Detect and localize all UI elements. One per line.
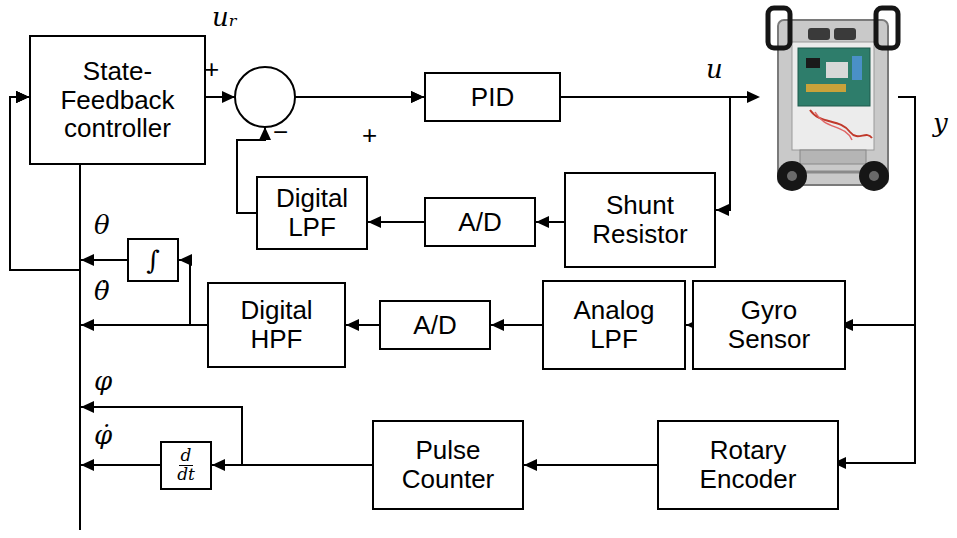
box-label: Digital LPF: [262, 184, 362, 241]
box-label: PID: [430, 83, 555, 112]
box-label: A/D: [430, 208, 530, 237]
signal-arrowhead: [747, 91, 760, 103]
robot-illustration: [768, 8, 898, 191]
bus-arrowhead: [81, 254, 94, 266]
process-box: Gyro Sensor: [692, 280, 846, 370]
sign-label: −: [273, 119, 288, 145]
signal-connector: [368, 221, 424, 223]
signal-connector: [491, 324, 542, 326]
sign-label: +: [204, 56, 219, 82]
derivative-box: ddt: [160, 441, 212, 490]
box-label: Pulse Counter: [378, 436, 518, 493]
box-label: Rotary Encoder: [663, 436, 833, 493]
integrator-box: ∫: [127, 238, 179, 282]
process-box: State- Feedback controller: [29, 35, 206, 165]
process-box: Shunt Resistor: [564, 172, 716, 268]
process-box: Digital HPF: [207, 282, 346, 368]
process-box: Analog LPF: [542, 280, 686, 370]
bus-arrowhead: [81, 459, 94, 471]
signal-connector: [346, 324, 379, 326]
summing-junction: [235, 67, 295, 127]
box-label: A/D: [385, 311, 485, 340]
bus-arrowhead: [81, 319, 94, 331]
process-box: Pulse Counter: [372, 420, 524, 510]
process-box: A/D: [379, 300, 491, 350]
box-label: Analog LPF: [548, 296, 680, 353]
signal-wire: [555, 96, 748, 98]
signal-connector: [524, 464, 657, 466]
box-label: Gyro Sensor: [698, 296, 840, 353]
signal-connector: [536, 221, 564, 223]
signal-name: y: [933, 110, 948, 136]
signal-name: u: [706, 56, 723, 82]
process-box: A/D: [424, 197, 536, 247]
junction-arrowhead: [222, 91, 235, 103]
signal-connector: [179, 260, 207, 325]
signal-wire: [852, 324, 915, 326]
box-label: ∫: [133, 247, 173, 273]
process-box: PID: [424, 72, 561, 122]
process-box: Rotary Encoder: [657, 420, 839, 510]
box-label: dt: [175, 466, 197, 484]
signal-name: θ: [94, 212, 110, 238]
junction-arrowhead: [259, 127, 271, 140]
bus-arrowhead: [81, 401, 94, 413]
signal-name: φ: [94, 368, 112, 394]
box-label: Shunt Resistor: [570, 191, 710, 248]
signal-connector: [212, 464, 372, 466]
box-label: State- Feedback controller: [35, 57, 200, 143]
box-label: d: [179, 447, 194, 466]
process-box: Digital LPF: [256, 176, 368, 250]
signal-name: φ̇: [94, 422, 112, 448]
signal-name: θ̇: [94, 278, 110, 304]
sign-label: +: [362, 122, 377, 148]
box-label: Digital HPF: [213, 296, 340, 353]
signal-name: uᵣ: [212, 4, 238, 30]
